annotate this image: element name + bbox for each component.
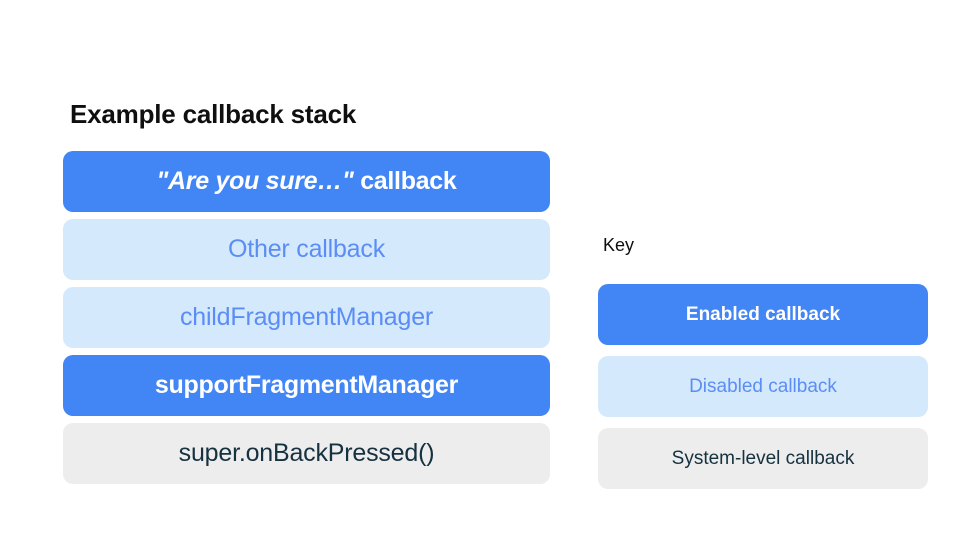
- callback-stack-section: Example callback stack "Are you sure…" c…: [63, 100, 550, 491]
- key-item-system-level-callback[interactable]: System-level callback: [598, 427, 928, 489]
- key-item-disabled-callback[interactable]: Disabled callback: [598, 355, 928, 417]
- stack-bar-label-plain: callback: [353, 166, 457, 195]
- page-title: Example callback stack: [70, 99, 357, 129]
- stack-bar-label: supportFragmentManager: [154, 370, 459, 399]
- stack-bar-label: super.onBackPressed(): [178, 438, 435, 467]
- key-item-label: Disabled callback: [689, 375, 837, 397]
- stack-bar-label: Other callback: [228, 234, 385, 263]
- stack-bar-other-callback[interactable]: Other callback: [63, 218, 550, 280]
- key-item-label: System-level callback: [671, 447, 855, 469]
- stack-bar-childfragmentmanager[interactable]: childFragmentManager: [63, 286, 550, 348]
- stack-bar-supportfragmentmanager[interactable]: supportFragmentManager: [63, 354, 550, 416]
- key-item-label: Enabled callback: [685, 303, 841, 325]
- key-legend-section: Key Enabled callback Disabled callback S…: [598, 235, 928, 500]
- stack-bar-label-quoted: "Are you sure…": [156, 166, 354, 195]
- stack-bar-super-onbackpressed[interactable]: super.onBackPressed(): [63, 422, 550, 484]
- stack-bar-are-you-sure[interactable]: "Are you sure…" callback: [63, 150, 550, 212]
- key-title: Key: [603, 235, 635, 255]
- key-item-enabled-callback[interactable]: Enabled callback: [598, 283, 928, 345]
- stack-bar-label: childFragmentManager: [179, 302, 434, 331]
- stack-bar-label: "Are you sure…" callback: [156, 166, 457, 195]
